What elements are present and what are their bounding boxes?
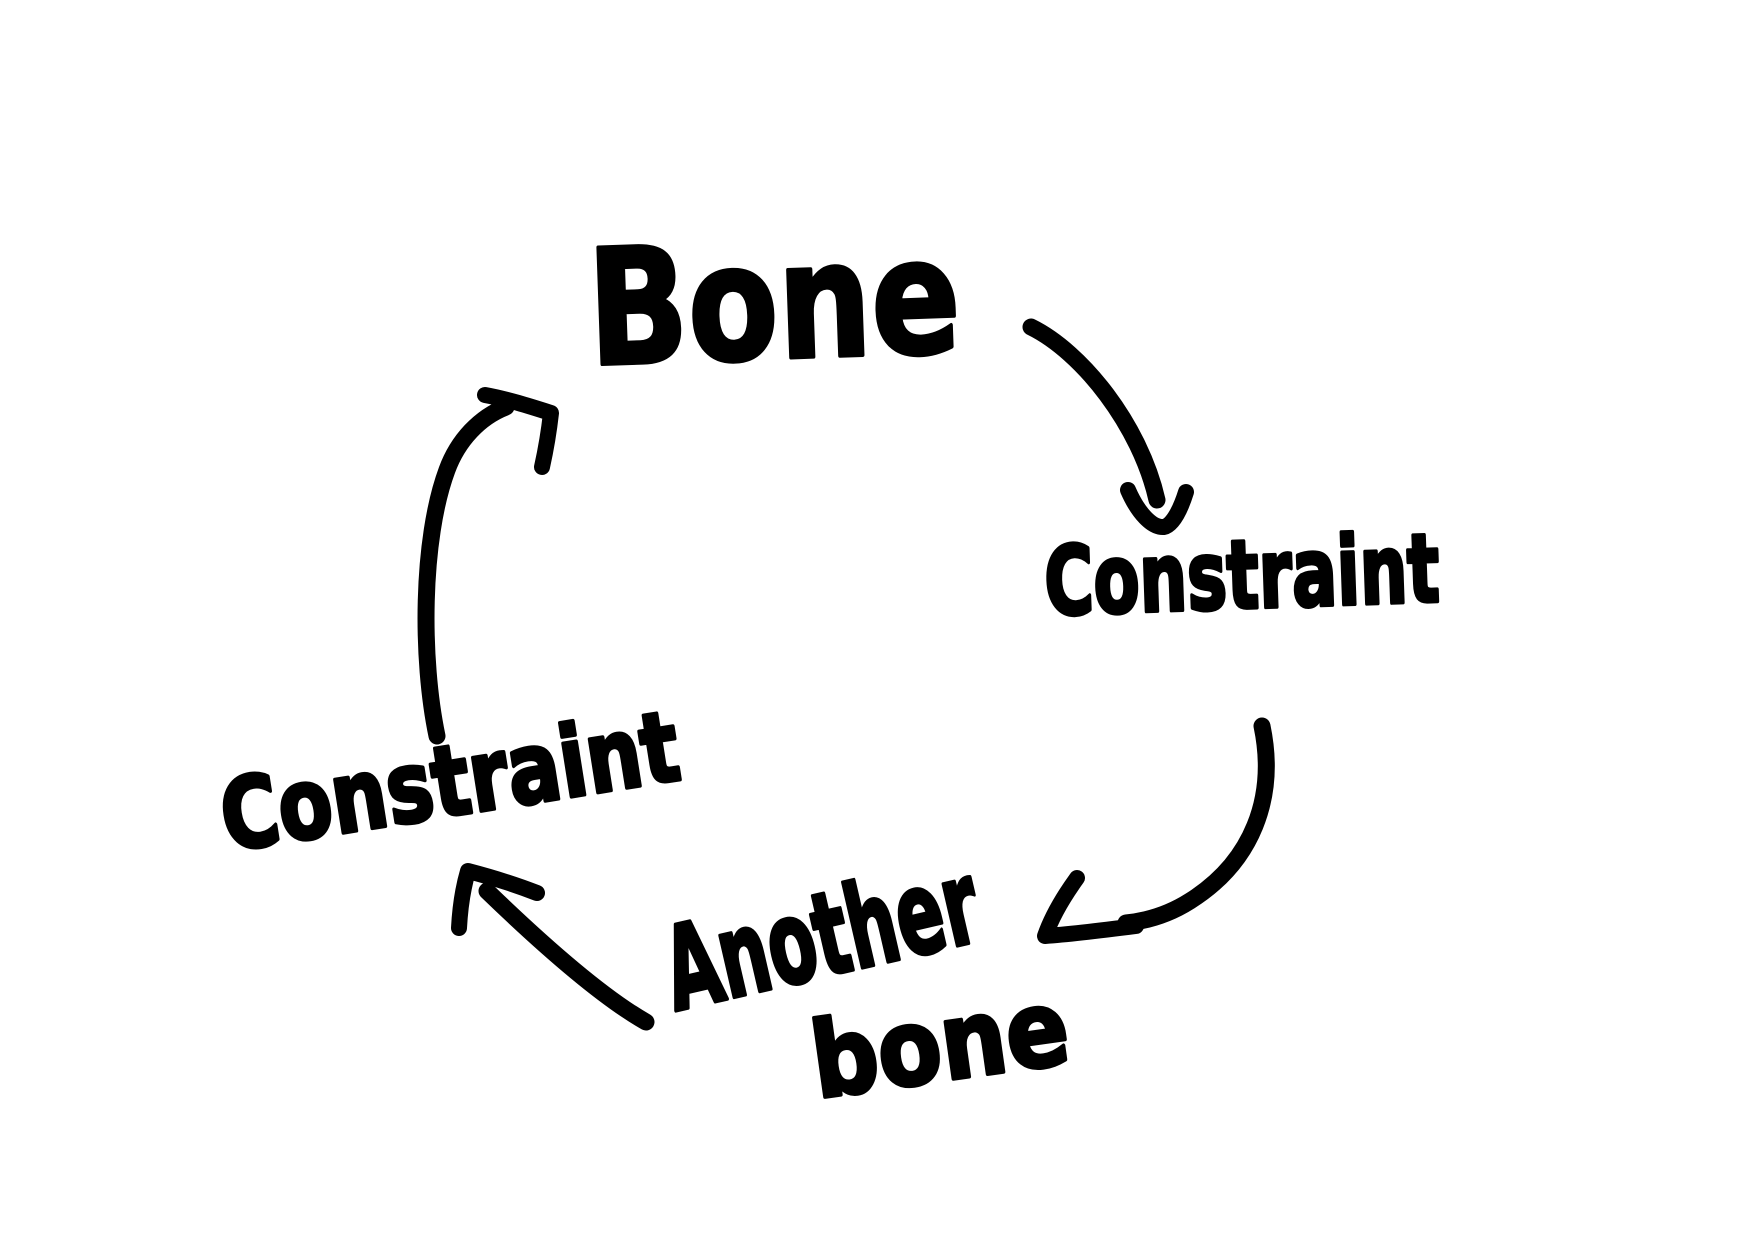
arrow-another-bone-to-constraint-left-shaft xyxy=(478,882,655,1031)
arrow-constraint-left-to-bone xyxy=(417,387,559,745)
node-label-bone: Bone xyxy=(585,203,963,403)
arrow-another-bone-to-constraint-left xyxy=(451,863,655,1031)
arrow-constraint-left-to-bone-shaft xyxy=(417,398,515,745)
arrow-bone-to-constraint-right xyxy=(1022,318,1194,535)
arrow-constraint-right-to-another-bone-shaft xyxy=(1117,717,1275,932)
arrow-bone-to-constraint-right-arrowhead xyxy=(1120,482,1194,535)
node-label-constraint-right: Constraint xyxy=(1043,514,1442,638)
arrow-another-bone-to-constraint-left-arrowhead xyxy=(451,863,545,936)
arrow-constraint-left-to-bone-arrowhead xyxy=(477,387,559,475)
arrow-constraint-right-to-another-bone-arrowhead xyxy=(1037,870,1144,944)
arrow-constraint-right-to-another-bone xyxy=(1037,717,1275,944)
node-label-constraint-left: Constraint xyxy=(213,690,687,875)
arrow-bone-to-constraint-right-shaft xyxy=(1022,318,1166,509)
